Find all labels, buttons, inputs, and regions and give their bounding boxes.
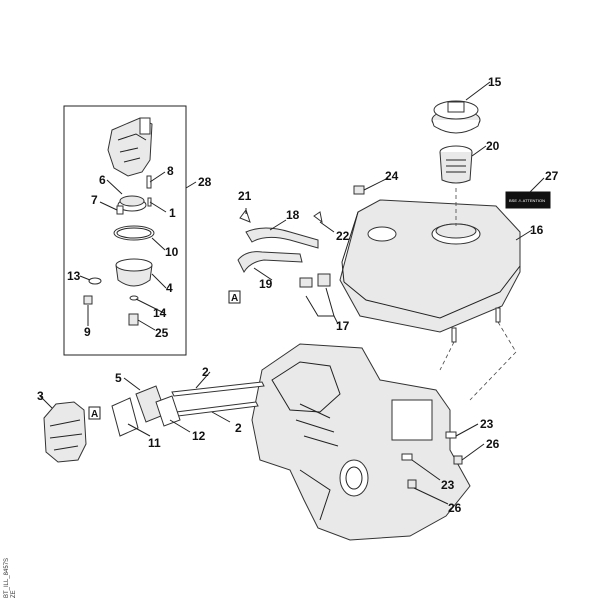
stud-2a [171,381,265,397]
callout-26b: 26 [448,501,462,515]
callout-2b: 2 [235,421,242,435]
clip-1 [147,197,152,207]
engine-block [251,343,471,541]
callout-7: 7 [91,193,98,207]
fuel-valve-17a [299,277,313,288]
callout-22: 22 [336,229,350,243]
nut-26a [453,455,463,465]
screw-9 [83,295,93,305]
drawing-code: BT_ILL_8457S [4,558,10,598]
ref-a-upper-label: A [231,293,238,304]
callout-16: 16 [530,223,544,237]
callout-23b: 23 [441,478,455,492]
carburetor-3 [43,401,87,463]
decal-27: BSE ⚠ ATTENTION [505,191,551,209]
carburetor-upper [107,117,153,177]
callout-23a: 23 [480,417,494,431]
callout-28: 28 [198,175,212,189]
washer-23a [445,431,457,439]
callout-19: 19 [259,277,273,291]
clip-22 [313,211,323,224]
pin-8 [146,175,152,189]
callout-9: 9 [84,325,91,339]
fuel-line-18 [245,227,319,249]
callout-15: 15 [488,75,502,89]
callout-10: 10 [165,245,179,259]
fuel-filter-17b [317,273,331,287]
ref-a-lower: A [88,406,101,420]
clip-21 [239,208,251,223]
callout-17: 17 [336,319,350,333]
callout-20: 20 [486,139,500,153]
washer-13 [88,277,102,285]
callout-13: 13 [67,269,81,283]
decal-text: BSE ⚠ ATTENTION [509,198,545,203]
callout-4: 4 [166,281,173,295]
callout-3: 3 [37,389,44,403]
callout-11: 11 [148,436,161,450]
nut-26b [407,479,417,489]
callout-5: 5 [115,371,122,385]
callout-8: 8 [167,164,174,178]
stud-2b [175,401,259,417]
callout-18: 18 [286,208,300,222]
gasket-12 [155,395,181,427]
float-bowl-4 [115,258,153,287]
callout-27: 27 [545,169,559,183]
callout-2a: 2 [202,365,209,379]
o-ring-10 [113,225,155,241]
bolt-24 [353,185,365,195]
callout-24: 24 [385,169,399,183]
fuel-strainer-20 [439,145,473,184]
callout-21: 21 [238,189,252,203]
callout-12: 12 [192,429,206,443]
callout-26a: 26 [486,437,500,451]
drawing-code-2: ZE [11,590,17,598]
ref-a-upper: A [228,290,241,304]
screw-7 [116,205,124,215]
inset-box [63,105,187,356]
gasket-6 [117,195,147,212]
callout-14: 14 [153,306,167,320]
callout-6: 6 [99,173,106,187]
fuel-tank-16 [339,199,521,343]
callout-25: 25 [155,326,169,340]
drain-screw-25 [128,313,139,326]
ref-a-lower-label: A [91,409,98,420]
fuel-cap-15 [431,100,481,134]
fuel-line-19 [237,251,303,274]
washer-23b [401,453,413,461]
gasket-11 [111,397,139,437]
callout-1: 1 [169,206,176,220]
